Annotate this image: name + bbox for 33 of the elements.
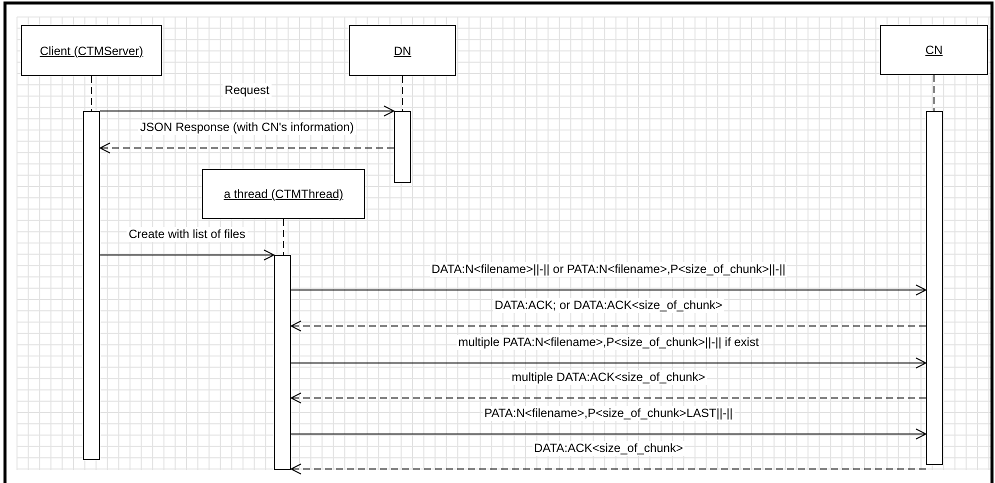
lifeline-head-box — [349, 25, 456, 76]
message-arrow — [100, 250, 274, 260]
message-label: multiple PATA:N<filename>,P<size_of_chunk>||-|| if exist — [456, 335, 761, 350]
message-arrow — [290, 358, 926, 368]
message-arrow — [290, 284, 926, 296]
lifeline-name: DN — [394, 44, 412, 58]
activation-bar — [926, 111, 943, 465]
message-arrow — [290, 428, 926, 440]
return-message-arrow — [290, 392, 926, 404]
return-message-arrow — [100, 142, 394, 154]
activation-bar — [394, 111, 411, 183]
lifeline — [91, 76, 92, 112]
message-label: JSON Response (with CN's information) — [138, 120, 356, 135]
activation-bar — [83, 111, 100, 460]
message-label: multiple DATA:ACK<size_of_chunk> — [510, 370, 708, 385]
return-message-arrow — [290, 464, 926, 474]
message-label: Request — [222, 83, 272, 98]
lifeline — [283, 218, 284, 256]
message-label: DATA:ACK<size_of_chunk> — [532, 441, 685, 456]
lifeline-name: a thread (CTMThread) — [224, 187, 344, 201]
message-arrow — [100, 106, 394, 116]
lifeline — [402, 76, 403, 112]
return-message-arrow — [290, 320, 926, 332]
lifeline-head-box — [880, 25, 988, 75]
message-label: Create with list of files — [126, 227, 248, 242]
activation-bar — [274, 255, 291, 470]
lifeline-name: Client (CTMServer) — [40, 44, 144, 58]
message-label: DATA:N<filename>||-|| or PATA:N<filename>,P<size_of_chunk>||-|| — [430, 262, 788, 277]
message-label: PATA:N<filename>,P<size_of_chunk>LAST||-|| — [482, 406, 735, 421]
lifeline-name: CN — [925, 43, 943, 57]
lifeline-head-box — [202, 169, 365, 219]
lifeline-head-box — [21, 25, 162, 76]
message-label: DATA:ACK; or DATA:ACK<size_of_chunk> — [492, 298, 724, 313]
